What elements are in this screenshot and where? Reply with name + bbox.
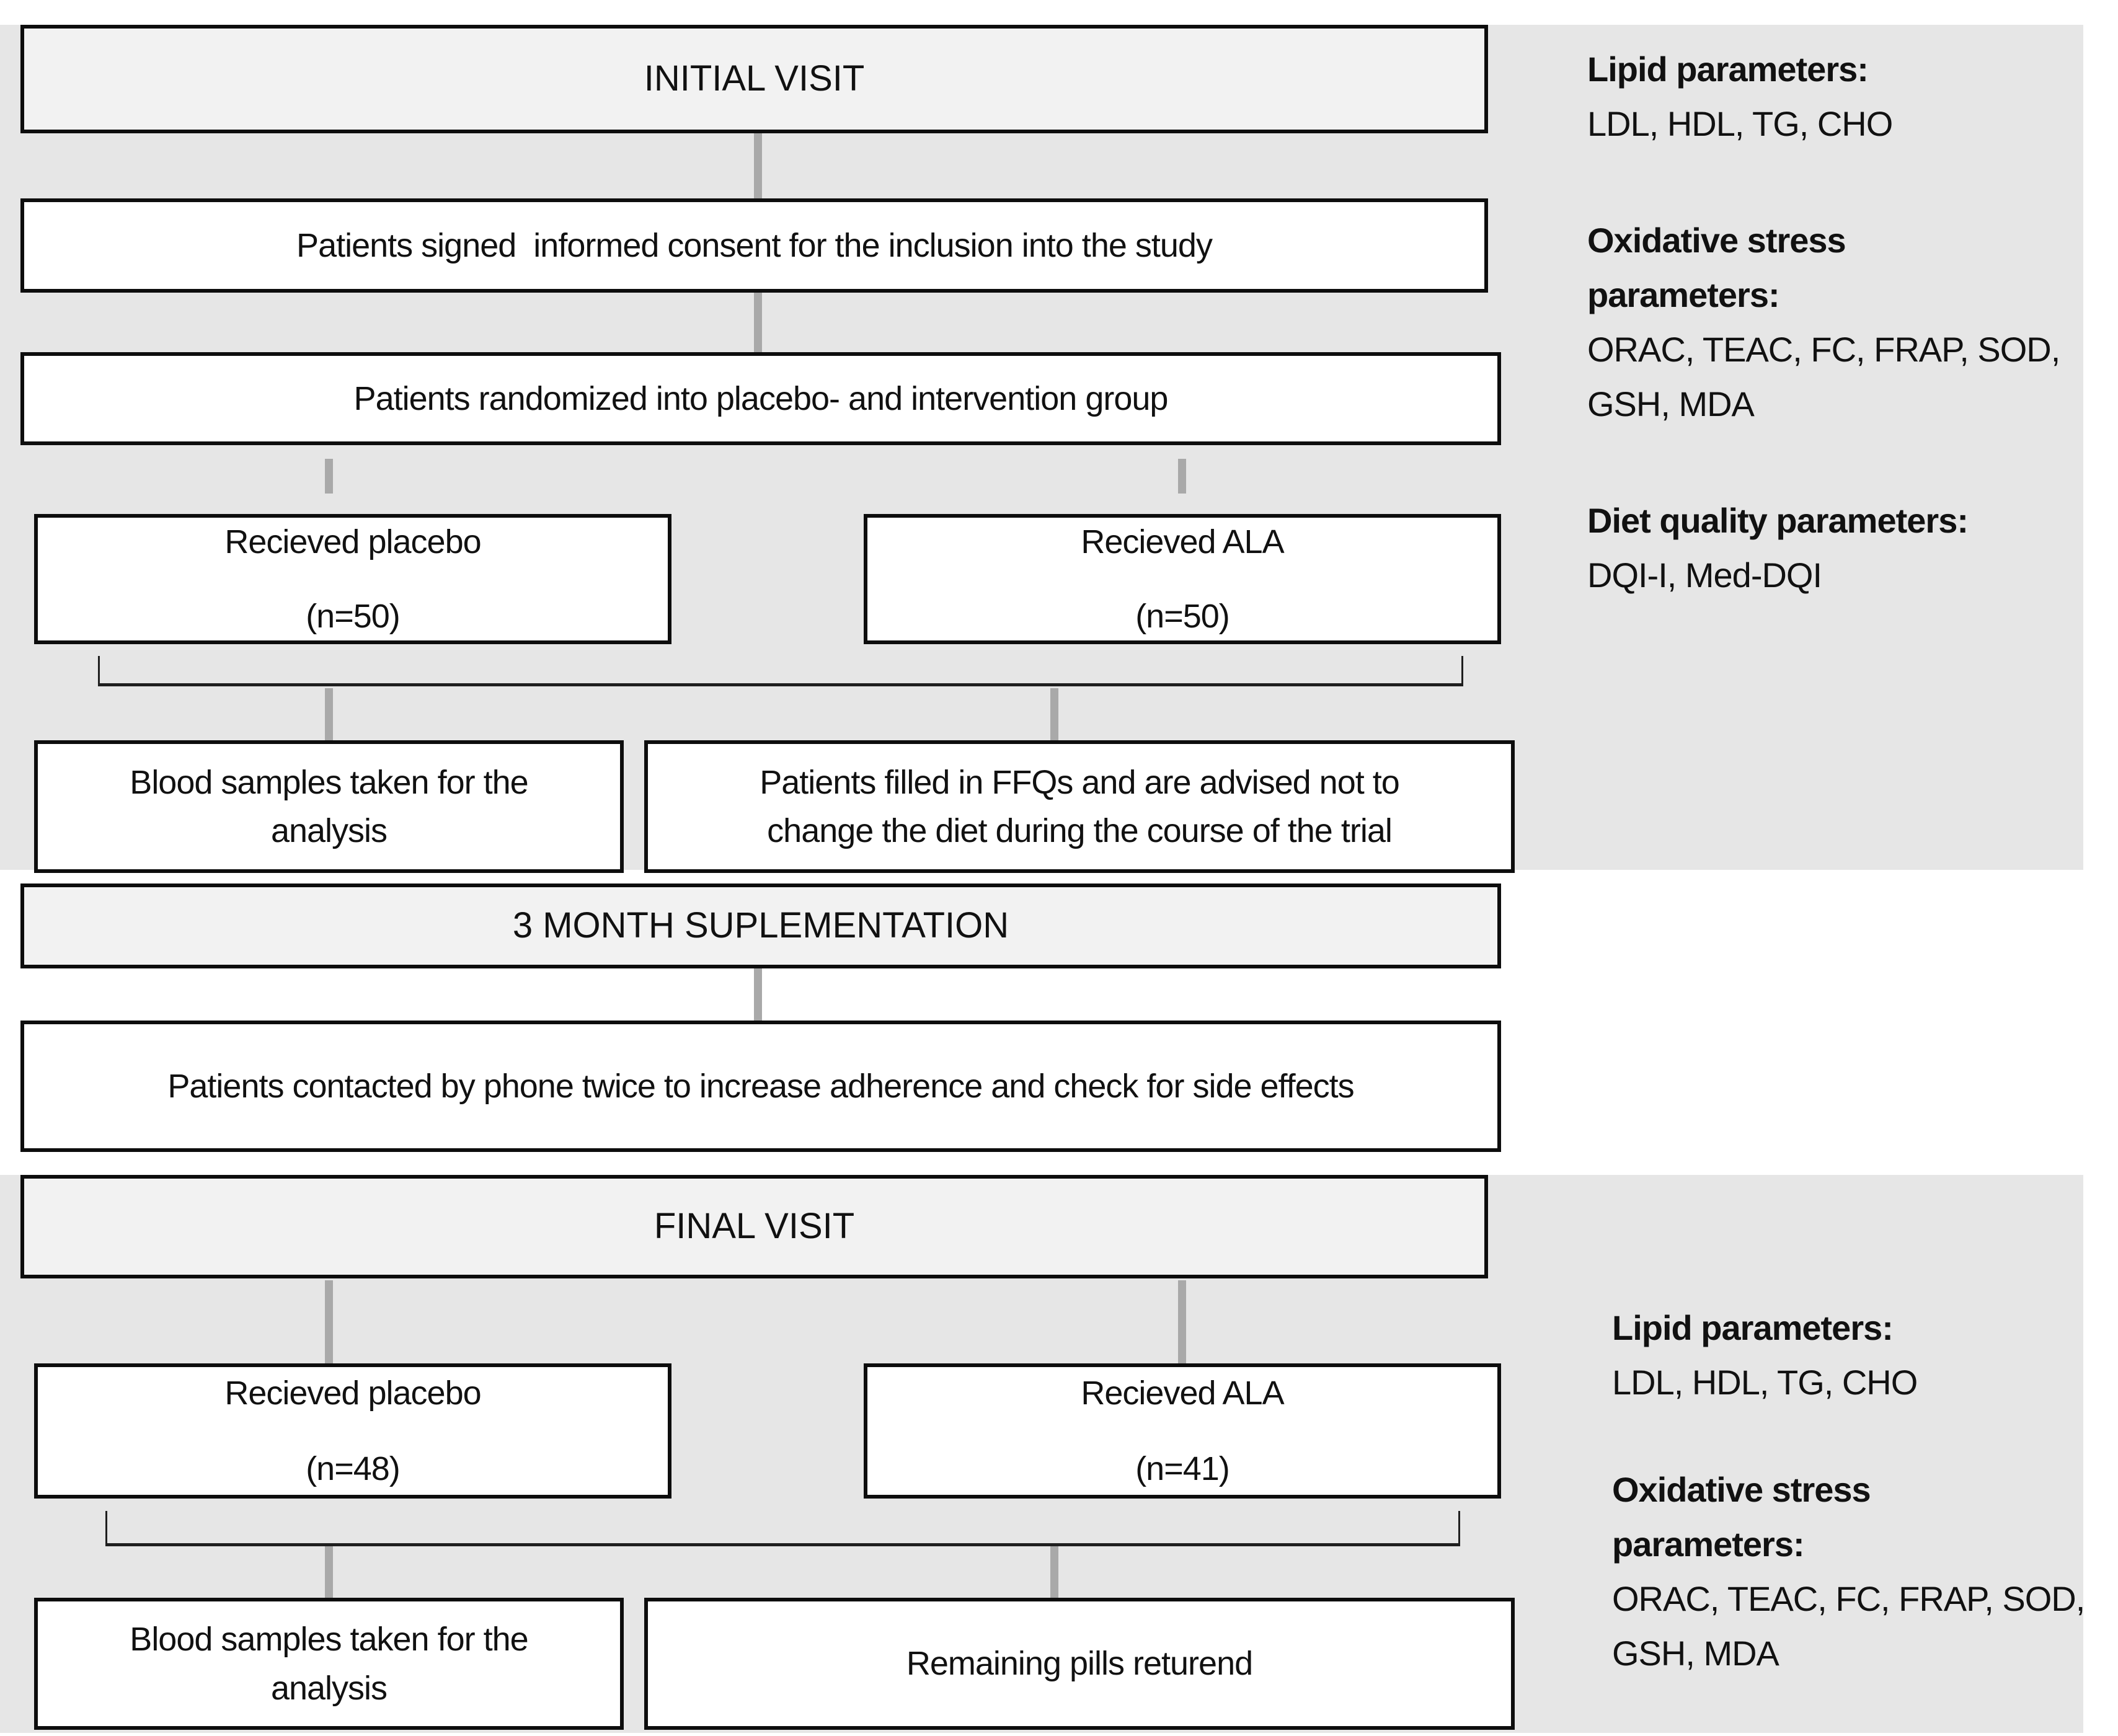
node-label: Patients signed informed consent for the… [296,226,1213,264]
node-label: Remaining pills returend [906,1645,1253,1683]
node-label: (n=50) [1135,597,1230,635]
notes-body: LDL, HDL, TG, CHO [1587,104,1893,143]
node-label: analysis [270,1669,388,1707]
node-phone-contact: Patients contacted by phone twice to inc… [20,1021,1501,1152]
notes-heading: parameters: [1587,275,1780,314]
connector [754,968,762,1021]
bracket-line [98,683,1463,686]
node-consent: Patients signed informed consent for the… [20,198,1488,293]
node-final-visit: FINAL VISIT [20,1175,1488,1278]
node-ffq: Patients filled in FFQs and are advised … [644,740,1515,873]
notes-section-diet: Diet quality parameters: DQI-I, Med-DQI [1587,494,2108,603]
notes-heading: parameters: [1612,1525,1805,1564]
node-label: Recieved ALA [1081,523,1284,560]
notes-panel-bottom: Lipid parameters: LDL, HDL, TG, CHO Oxid… [1612,1301,2118,1736]
connector [325,459,333,494]
notes-body: DQI-I, Med-DQI [1587,556,1822,595]
notes-section-lipid: Lipid parameters: LDL, HDL, TG, CHO [1587,42,2108,151]
node-label: analysis [270,812,388,849]
node-label: FINAL VISIT [654,1206,855,1247]
node-ala-start: Recieved ALA (n=50) [864,514,1501,644]
notes-section-oxidative: Oxidative stress parameters: ORAC, TEAC,… [1587,213,2108,432]
node-label: Recieved placebo [224,523,481,560]
node-label: (n=48) [306,1450,401,1487]
connector [325,1546,333,1598]
node-label: Recieved placebo [224,1374,481,1412]
node-label: Patients filled in FFQs and are advised … [760,763,1400,801]
node-initial-visit: INITIAL VISIT [20,25,1488,133]
connector [754,133,762,198]
notes-body: GSH, MDA [1587,384,1755,423]
node-label: Patients randomized into placebo- and in… [353,379,1169,417]
notes-section-lipid: Lipid parameters: LDL, HDL, TG, CHO [1612,1301,2118,1410]
bracket-line [105,1543,1460,1546]
notes-heading: Oxidative stress [1612,1470,1871,1509]
notes-heading: Oxidative stress [1587,221,1846,260]
node-label: (n=41) [1135,1450,1230,1487]
bracket-line [1458,1511,1460,1546]
node-label: Blood samples taken for the [130,763,528,801]
node-placebo-start: Recieved placebo (n=50) [34,514,671,644]
node-label: Recieved ALA [1081,1374,1284,1412]
node-ala-final: Recieved ALA (n=41) [864,1363,1501,1499]
node-blood-final: Blood samples taken for the analysis [34,1598,624,1730]
node-label: 3 MONTH SUPLEMENTATION [512,905,1009,946]
notes-body: ORAC, TEAC, FC, FRAP, SOD, [1587,330,2060,369]
node-randomized: Patients randomized into placebo- and in… [20,352,1501,445]
node-placebo-final: Recieved placebo (n=48) [34,1363,671,1499]
node-supplementation: 3 MONTH SUPLEMENTATION [20,884,1501,968]
top-gray-band [0,25,2083,870]
node-label: (n=50) [306,597,401,635]
notes-heading: Diet quality parameters: [1587,501,1969,540]
notes-body: ORAC, TEAC, FC, FRAP, SOD, [1612,1579,2085,1618]
node-label: INITIAL VISIT [644,58,865,99]
notes-body: LDL, HDL, TG, CHO [1612,1363,1918,1402]
notes-panel-top: Lipid parameters: LDL, HDL, TG, CHO Oxid… [1587,42,2108,665]
node-label: Blood samples taken for the [130,1621,528,1658]
notes-heading: Lipid parameters: [1587,50,1869,89]
connector [754,293,762,352]
bracket-line [105,1511,107,1546]
connector [1050,1546,1058,1598]
connector [325,1280,333,1363]
notes-section-oxidative: Oxidative stress parameters: ORAC, TEAC,… [1612,1463,2118,1681]
connector [1050,688,1058,740]
notes-body: GSH, MDA [1612,1634,1779,1673]
connector [1178,1280,1186,1363]
connector [1178,459,1186,494]
bracket-line [98,656,100,686]
node-blood-initial: Blood samples taken for the analysis [34,740,624,873]
connector [325,688,333,740]
node-label: change the diet during the course of the… [767,812,1393,849]
node-label: Patients contacted by phone twice to inc… [167,1067,1354,1105]
bracket-line [1461,656,1463,686]
node-pills-returned: Remaining pills returend [644,1598,1515,1730]
notes-heading: Lipid parameters: [1612,1308,1894,1347]
